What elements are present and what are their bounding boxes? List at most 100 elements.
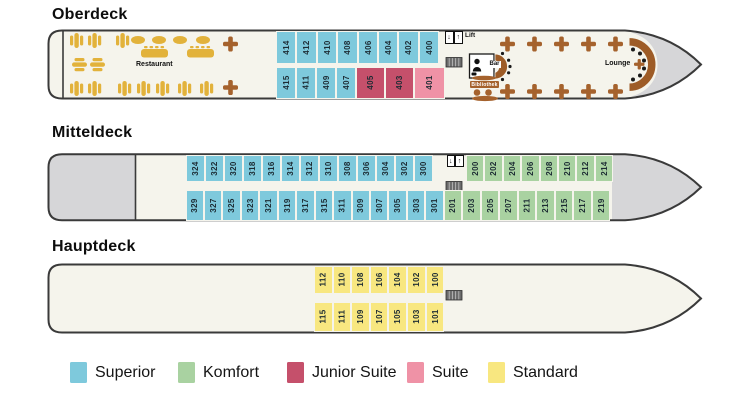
- cabin-400: 400: [418, 31, 440, 64]
- cabin-309: 309: [351, 189, 370, 221]
- cabin-406: 406: [357, 31, 378, 64]
- restaurant-label: Restaurant: [136, 61, 173, 68]
- cabin-409: 409: [316, 67, 336, 99]
- cabin-307: 307: [370, 189, 389, 221]
- deck-title-mitteldeck: Mitteldeck: [52, 124, 133, 141]
- cabin-317: 317: [296, 189, 315, 221]
- cabin-314: 314: [280, 154, 300, 182]
- cabin-323: 323: [240, 189, 260, 221]
- cabin-203: 203: [462, 189, 481, 221]
- cabin-205: 205: [480, 189, 500, 221]
- cabin-311: 311: [333, 189, 352, 221]
- cabin-410: 410: [316, 31, 338, 64]
- cabin-111: 111: [332, 302, 352, 332]
- cabin-322: 322: [204, 154, 224, 182]
- cabin-407: 407: [336, 67, 356, 99]
- cabin-305: 305: [388, 189, 407, 221]
- legend-swatch-superior: [70, 362, 87, 383]
- cabin-201: 201: [443, 189, 463, 221]
- lift-label: Lift: [465, 32, 476, 39]
- cabin-110: 110: [332, 265, 352, 294]
- cabin-212: 212: [576, 154, 595, 182]
- cabin-302: 302: [394, 154, 414, 182]
- cabin-211: 211: [517, 189, 537, 221]
- legend-swatch-junior_suite: [287, 362, 304, 383]
- cabin-213: 213: [536, 189, 555, 221]
- cabin-101: 101: [425, 302, 445, 332]
- deck-title-oberdeck: Oberdeck: [52, 6, 128, 23]
- cabin-401: 401: [414, 67, 445, 99]
- lift-up-icon: ↑: [455, 155, 464, 167]
- cabin-320: 320: [223, 154, 243, 182]
- legend-label-junior_suite: Junior Suite: [312, 364, 397, 381]
- cabin-402: 402: [398, 31, 419, 64]
- cabin-202: 202: [484, 154, 503, 182]
- bar-label: Bar: [488, 61, 502, 68]
- cabin-321: 321: [259, 189, 278, 221]
- bar-person-icon: [471, 58, 482, 76]
- cabin-325: 325: [222, 189, 241, 221]
- cabin-103: 103: [407, 302, 426, 332]
- cabin-405: 405: [356, 67, 385, 99]
- cabin-304: 304: [375, 154, 395, 182]
- cabin-115: 115: [314, 302, 333, 332]
- cabin-215: 215: [554, 189, 574, 221]
- legend-label-komfort: Komfort: [203, 364, 260, 381]
- cabin-408: 408: [337, 31, 358, 64]
- cabin-204: 204: [502, 154, 522, 182]
- cabin-210: 210: [558, 154, 577, 182]
- lounge-counter-icon: [628, 36, 657, 93]
- cabin-319: 319: [277, 189, 297, 221]
- cabin-308: 308: [337, 154, 357, 182]
- cabin-100: 100: [425, 265, 445, 294]
- legend-label-suite: Suite: [432, 364, 469, 381]
- cabin-217: 217: [573, 189, 592, 221]
- cabin-329: 329: [185, 189, 204, 221]
- cabin-206: 206: [521, 154, 540, 182]
- bibliothek-area: [470, 75, 499, 102]
- cabin-404: 404: [378, 31, 399, 64]
- cabin-300: 300: [413, 154, 433, 182]
- legend-label-superior: Superior: [95, 364, 156, 381]
- bar-counter-icon: [494, 51, 512, 82]
- lounge-label: Lounge: [605, 59, 631, 67]
- cabin-102: 102: [407, 265, 426, 294]
- hull-hauptdeck: [47, 263, 703, 334]
- cabin-214: 214: [594, 154, 614, 182]
- stairs-icon-hauptdeck: [445, 290, 463, 301]
- cabin-315: 315: [314, 189, 334, 221]
- legend-swatch-standard: [488, 362, 505, 383]
- cabin-107: 107: [369, 302, 389, 332]
- cabin-412: 412: [296, 31, 317, 64]
- bibliothek-label: Bibliothek: [471, 81, 498, 88]
- cabin-208: 208: [539, 154, 558, 182]
- hull-oberdeck: [47, 29, 703, 100]
- stairs-icon-oberdeck: [445, 57, 463, 68]
- cabin-310: 310: [318, 154, 338, 182]
- cabin-303: 303: [406, 189, 426, 221]
- cabin-106: 106: [369, 265, 389, 294]
- cabin-316: 316: [261, 154, 281, 182]
- cabin-414: 414: [276, 31, 297, 64]
- cabin-112: 112: [314, 265, 333, 294]
- cabin-105: 105: [388, 302, 407, 332]
- cabin-327: 327: [203, 189, 223, 221]
- gray-bow-oberdeck: [631, 32, 700, 97]
- cabin-411: 411: [296, 67, 316, 99]
- cabin-312: 312: [299, 154, 319, 182]
- cabin-200: 200: [466, 154, 485, 182]
- cabin-108: 108: [351, 265, 370, 294]
- deck-title-hauptdeck: Hauptdeck: [52, 238, 136, 255]
- cabin-207: 207: [499, 189, 518, 221]
- cabin-403: 403: [385, 67, 414, 99]
- cabin-415: 415: [276, 67, 296, 99]
- lift-down-icon: ↓: [444, 30, 454, 44]
- legend-swatch-suite: [407, 362, 424, 383]
- cabin-219: 219: [591, 189, 611, 221]
- lift-up-icon: ↑: [453, 30, 463, 44]
- cabin-318: 318: [242, 154, 262, 182]
- gray-stern-mitteldeck: [49, 154, 136, 221]
- gray-bow-mitteldeck: [612, 155, 700, 220]
- legend-swatch-komfort: [178, 362, 195, 383]
